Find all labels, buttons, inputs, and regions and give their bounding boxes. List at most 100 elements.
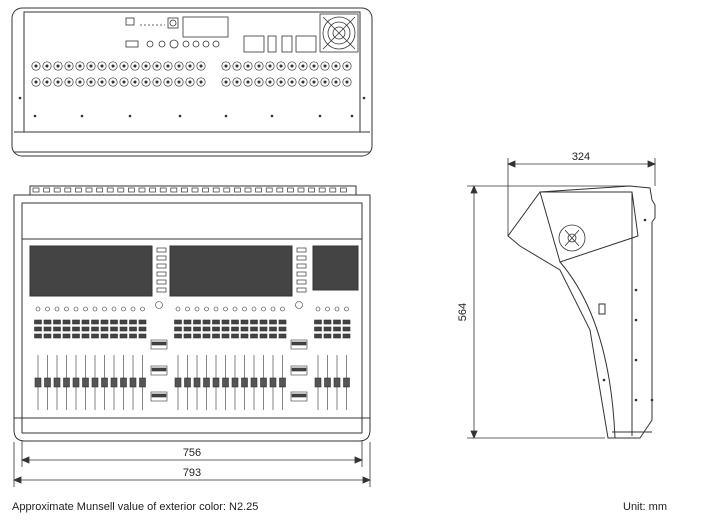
- strip-jack: [329, 187, 337, 193]
- screen-key: [156, 247, 167, 253]
- main-knob: [155, 301, 163, 309]
- strip-jack: [117, 187, 125, 193]
- screen-key: [296, 287, 307, 293]
- channel-button: [240, 319, 249, 325]
- channel-button: [110, 326, 118, 332]
- strip-jack: [265, 187, 273, 193]
- strip-jack: [170, 187, 178, 193]
- strip-jack: [106, 187, 114, 193]
- fader-cap: [82, 377, 89, 388]
- channel-knob: [242, 306, 247, 312]
- xlr-connector: [75, 61, 85, 71]
- xlr-connector: [86, 61, 96, 71]
- xlr-connector: [298, 61, 308, 71]
- channel-button: [138, 333, 147, 339]
- screw: [128, 114, 132, 118]
- strip-jack: [276, 187, 284, 193]
- channel-button: [43, 333, 52, 339]
- rear-xlr-connectors: [31, 61, 352, 87]
- xlr-connector: [130, 77, 140, 87]
- xlr-pin: [166, 80, 170, 84]
- xlr-connector: [42, 77, 52, 87]
- fader-cap: [53, 377, 61, 388]
- channel-button: [193, 319, 201, 325]
- xlr-pin: [177, 80, 181, 84]
- channel-button: [250, 326, 258, 332]
- fader-cap: [91, 377, 99, 388]
- xlr-connector: [130, 61, 140, 71]
- xlr-pin: [334, 64, 338, 68]
- fader-cap: [193, 377, 201, 388]
- screw: [270, 114, 274, 118]
- screw: [33, 114, 37, 118]
- rear-panel: [23, 11, 361, 133]
- xlr-connector: [320, 61, 330, 71]
- channel-knob: [83, 306, 88, 312]
- channel-button: [323, 333, 332, 339]
- xlr-connector: [86, 77, 96, 87]
- screen-key: [156, 263, 167, 269]
- xlr-pin: [301, 80, 305, 84]
- section-display: [290, 391, 308, 402]
- channel-button: [110, 333, 118, 339]
- xlr-connector: [196, 61, 206, 71]
- xlr-pin: [144, 64, 148, 68]
- channel-knob: [334, 306, 340, 312]
- section-display: [290, 339, 308, 350]
- channel-button: [43, 319, 52, 325]
- screen-key: [156, 255, 167, 261]
- channel-button: [138, 319, 147, 325]
- channel-button: [72, 326, 80, 332]
- xlr-pin: [122, 64, 126, 68]
- strip-jack: [43, 187, 50, 193]
- channel-knob: [111, 306, 117, 312]
- channel-button: [278, 319, 287, 325]
- section-display: [290, 365, 308, 376]
- xlr-connector: [232, 77, 242, 87]
- channel-knob: [175, 306, 181, 312]
- channel-knob: [232, 306, 238, 312]
- screw: [350, 114, 354, 118]
- xlr-pin: [224, 64, 228, 68]
- xlr-pin: [89, 64, 93, 68]
- section-display-fill: [291, 393, 307, 398]
- channel-button: [100, 333, 109, 339]
- channel-button: [314, 333, 322, 339]
- xlr-pin: [257, 80, 261, 84]
- xlr-pin: [312, 64, 316, 68]
- xlr-pin: [188, 80, 192, 84]
- screen-side-keys: [156, 247, 307, 293]
- channel-button: [212, 319, 220, 325]
- channel-button: [278, 333, 287, 339]
- channel-knob: [251, 306, 257, 312]
- screw: [224, 114, 228, 118]
- fader-cap: [241, 377, 248, 388]
- channel-button: [212, 333, 220, 339]
- screw: [362, 96, 366, 100]
- fader-cap: [212, 377, 220, 388]
- strip-jack: [85, 187, 93, 193]
- channel-button: [323, 326, 332, 332]
- xlr-pin: [279, 80, 283, 84]
- xlr-connector: [31, 61, 41, 71]
- strip-jack: [297, 187, 305, 193]
- screw: [650, 398, 654, 402]
- channel-button: [221, 333, 230, 339]
- channel-button: [91, 319, 99, 325]
- channel-knob: [204, 306, 209, 312]
- channel-button: [129, 319, 137, 325]
- xlr-pin: [177, 64, 181, 68]
- channel-knob: [261, 306, 266, 312]
- section-display: [150, 391, 168, 402]
- channel-button: [193, 326, 201, 332]
- channel-button: [333, 326, 341, 332]
- xlr-pin: [100, 80, 104, 84]
- side-screen-panel: [539, 191, 639, 263]
- xlr-connector: [174, 61, 184, 71]
- channel-button: [314, 319, 322, 325]
- fader-cap: [324, 377, 331, 388]
- rear-screws: [18, 96, 366, 118]
- channel-knob: [223, 306, 228, 312]
- channel-button: [34, 333, 42, 339]
- channel-knob: [315, 306, 321, 312]
